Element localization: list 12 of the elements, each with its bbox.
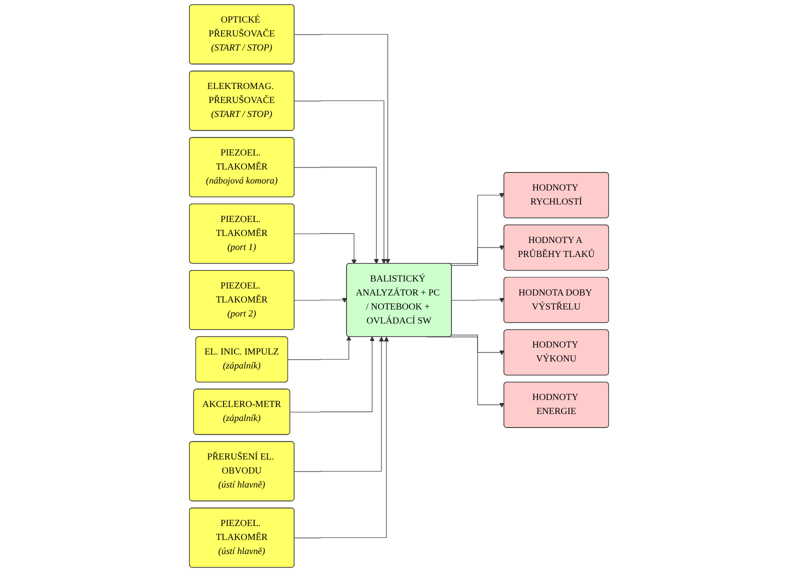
arrow [294, 298, 348, 303]
arrow [294, 100, 386, 264]
arrow [294, 233, 357, 265]
arrow [294, 336, 384, 472]
arrow [451, 334, 504, 356]
arrow [294, 34, 390, 264]
arrow [288, 336, 352, 360]
arrow [294, 166, 379, 264]
arrow [290, 336, 375, 412]
arrow [451, 298, 504, 303]
arrow [294, 336, 389, 538]
arrow [451, 245, 504, 266]
